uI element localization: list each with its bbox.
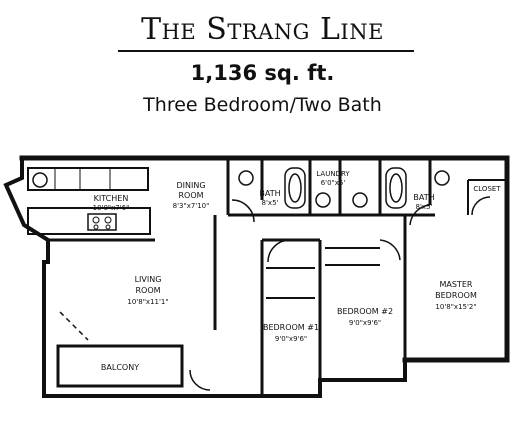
bath1-label: BATH [259,189,280,198]
master-label-line2: BEDROOM [435,291,477,300]
room-labels: KITCHEN 10'0"x7'6" DINING ROOM 8'3"x7'10… [93,170,502,372]
laundry-label: LAUNDRY [316,170,350,178]
fixtures [238,167,450,209]
living-size: 10'8"x11'1" [127,298,168,306]
bedroom2-size: 9'0"x9'6" [349,319,381,327]
kitchen-label: KITCHEN [94,194,129,203]
bedroom2-label: BEDROOM #2 [337,307,393,316]
doors [59,196,491,391]
living-label-line1: LIVING [135,275,162,284]
bath2-label: BATH [413,193,434,202]
bedroom1-label: BEDROOM #1 [263,323,319,332]
bath1-size: 8'x5' [262,199,279,207]
dining-label-line2: ROOM [178,191,203,200]
bedroom-bath-count: Three Bedroom/Two Bath [143,94,382,116]
interior-walls [27,158,507,396]
title-underline [118,50,414,52]
plan-title: The Strang Line [141,12,384,47]
dining-size: 8'3"x7'10" [173,202,210,210]
kitchen-size: 10'0"x7'6" [93,204,130,212]
bedroom1-size: 9'0"x9'6" [275,335,307,343]
dining-label-line1: DINING [176,181,205,190]
living-label-line2: ROOM [135,286,160,295]
laundry-size: 6'0"x5' [321,179,346,187]
bath2-size: 8'x5' [416,203,433,211]
exterior-walls [3,155,510,398]
balcony-label: BALCONY [101,363,139,372]
square-footage: 1,136 sq. ft. [190,61,335,85]
master-label-line1: MASTER [440,280,473,289]
closet-label: CLOSET [473,185,501,193]
master-size: 10'8"x15'2" [435,303,476,311]
